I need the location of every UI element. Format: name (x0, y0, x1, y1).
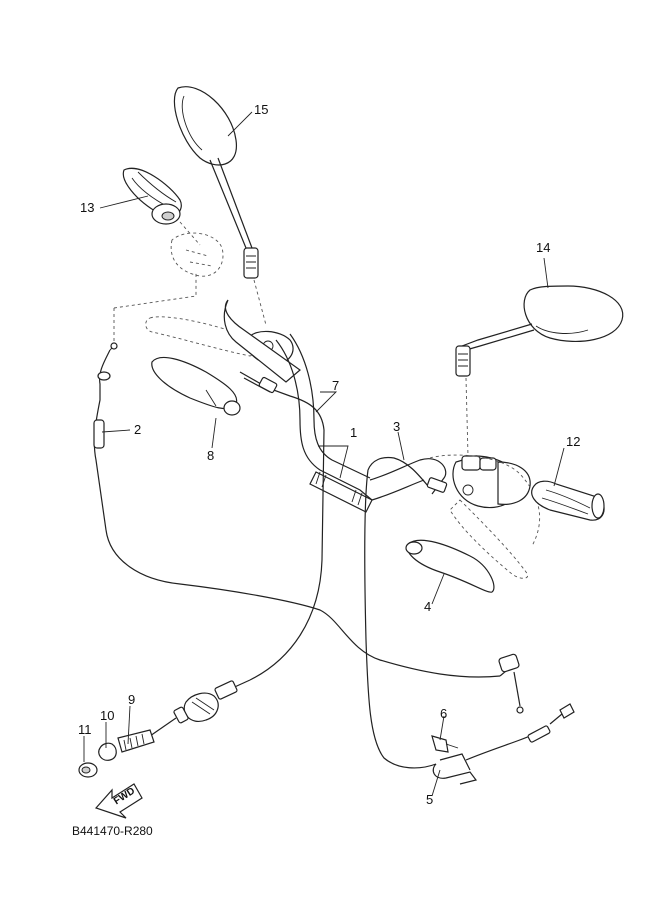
callouts: 1 2 3 4 5 6 7 8 9 10 11 12 13 14 15 (78, 102, 580, 807)
callout-12: 12 (566, 434, 580, 449)
mirror-right (455, 285, 624, 457)
callout-1: 1 (350, 425, 357, 440)
callout-5: 5 (426, 792, 433, 807)
cable-end-right-6 (465, 703, 575, 761)
clutch-cable-2 (93, 342, 501, 678)
leader-lines (83, 111, 565, 797)
reference-code: B441470-R280 (72, 824, 153, 838)
mirror-left (173, 86, 267, 326)
left-switch-housing (113, 232, 224, 345)
callout-11: 11 (78, 722, 92, 737)
callout-10: 10 (100, 708, 114, 723)
lever-4 (405, 539, 495, 593)
right-cable-end (498, 653, 524, 714)
cable-holder-5 (431, 735, 478, 785)
cable-lower-end (78, 679, 251, 778)
callout-2: 2 (134, 422, 141, 437)
callout-3: 3 (393, 419, 400, 434)
left-grip (122, 167, 201, 246)
throttle-cable-7 (239, 371, 325, 681)
callout-15: 15 (254, 102, 268, 117)
callout-8: 8 (207, 448, 214, 463)
cable-3 (364, 456, 448, 769)
callout-6: 6 (440, 706, 447, 721)
callout-4: 4 (424, 599, 431, 614)
grip-8 (151, 357, 241, 416)
right-grip (531, 480, 605, 521)
right-switch-housing (429, 454, 541, 579)
callout-14: 14 (536, 240, 550, 255)
callout-7: 7 (332, 378, 339, 393)
callout-9: 9 (128, 692, 135, 707)
fwd-arrow: FWD (94, 783, 143, 819)
callout-13: 13 (80, 200, 94, 215)
